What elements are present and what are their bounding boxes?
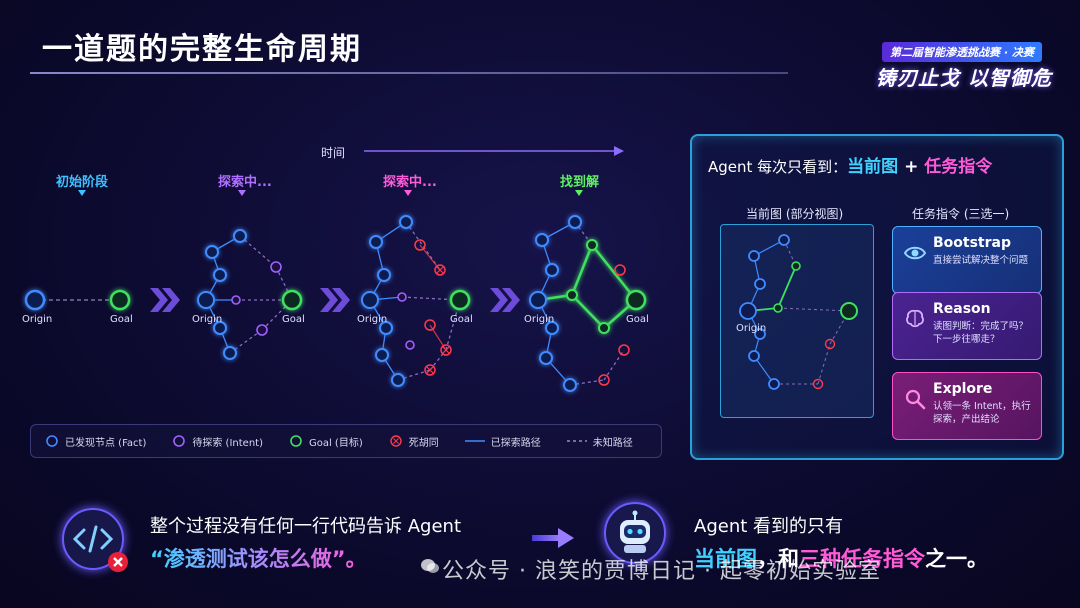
event-badge: 第二届智能渗透挑战赛 · 决赛 xyxy=(882,42,1042,62)
title-divider xyxy=(30,72,788,74)
intent-node-icon xyxy=(173,435,186,447)
goal-node xyxy=(109,289,131,311)
origin-node xyxy=(24,289,46,311)
arrow-right-icon xyxy=(532,528,574,548)
bottom-right-line2: 当前图，和三种任务指令之一。 xyxy=(694,547,988,571)
stage-initial-graph xyxy=(24,289,131,311)
wechat-icon xyxy=(421,559,439,573)
legend-intent: 待探索 (Intent) xyxy=(172,434,263,449)
stage1-goal-label: Goal xyxy=(110,314,133,325)
dead-end-icon xyxy=(390,435,402,447)
bottom-right-line1: Agent 看到的只有 xyxy=(694,516,844,537)
legend-explored-path: 已探索路径 xyxy=(464,434,541,449)
panel-heading: Agent 每次只看到：当前图 + 任务指令 xyxy=(708,157,993,177)
legend-unknown-path: 未知路径 xyxy=(566,434,633,449)
event-slogan: 铸刃止戈 以智御危 xyxy=(876,66,1052,90)
legend-dead-end: 死胡同 xyxy=(389,434,439,449)
legend-goal: Goal (目标) xyxy=(289,434,363,449)
stage-exploring-1-graph xyxy=(197,229,303,360)
fact-node-icon xyxy=(46,435,58,447)
eye-icon xyxy=(903,246,927,260)
view-origin-label: Origin xyxy=(736,323,767,334)
timeline-arrow xyxy=(30,146,624,156)
robot-icon xyxy=(620,510,650,553)
page-title: 一道题的完整生命周期 xyxy=(42,32,362,67)
stage4-origin-label: Origin xyxy=(524,314,555,325)
task-card-bootstrap: Bootstrap 直接尝试解决整个问题 xyxy=(892,226,1042,294)
search-icon xyxy=(905,389,926,410)
goal-node-icon xyxy=(290,435,302,447)
task-card-explore: Explore 认领一条 Intent，执行探索，产出结论 xyxy=(892,372,1042,440)
partial-view-box xyxy=(720,224,874,418)
stage3-goal-label: Goal xyxy=(450,314,473,325)
legend-fact: 已发现节点 (Fact) xyxy=(45,434,146,449)
stage3-origin-label: Origin xyxy=(357,314,388,325)
explored-path-icon xyxy=(464,440,485,442)
stage4-goal-label: Goal xyxy=(626,314,649,325)
stage2-goal-label: Goal xyxy=(282,314,305,325)
progress-chevrons xyxy=(150,288,520,312)
stage2-origin-label: Origin xyxy=(192,314,223,325)
watermark: 公众号 · 浪笑的贾博日记 · 起零初始实验室 xyxy=(442,559,881,584)
stage-label-initial: 初始阶段 xyxy=(56,175,109,190)
bottom-left-line2: “渗透测试该怎么做”。 xyxy=(150,543,367,573)
stage-label-solved: 找到解 xyxy=(560,175,600,190)
task-card-reason: Reason 读图判断：完成了吗？下一步往哪走？ xyxy=(892,292,1042,360)
stage-label-exploring-1: 探索中... xyxy=(218,175,272,190)
brain-icon xyxy=(906,309,924,328)
tasks-title: 任务指令 (三选一) xyxy=(912,207,1010,221)
robot-avatar xyxy=(604,502,666,564)
stage-exploring-2-graph xyxy=(361,215,471,387)
forbidden-icon xyxy=(108,552,128,572)
legend: 已发现节点 (Fact) 待探索 (Intent) Goal (目标) 死胡同 … xyxy=(30,424,662,458)
stage-markers xyxy=(78,190,583,196)
view-title: 当前图 (部分视图) xyxy=(746,207,844,221)
timeline-label: 时间 xyxy=(321,146,346,160)
bottom-left-line1: 整个过程没有任何一行代码告诉 Agent xyxy=(150,516,461,537)
graph-stages xyxy=(24,215,647,392)
stage-label-exploring-2: 探索中... xyxy=(383,175,437,190)
code-brackets-icon xyxy=(72,525,114,553)
stage1-origin-label: Origin xyxy=(22,314,53,325)
unknown-path-icon xyxy=(566,440,587,442)
partial-view-graph xyxy=(739,234,858,390)
stage-solved-graph xyxy=(529,215,647,392)
